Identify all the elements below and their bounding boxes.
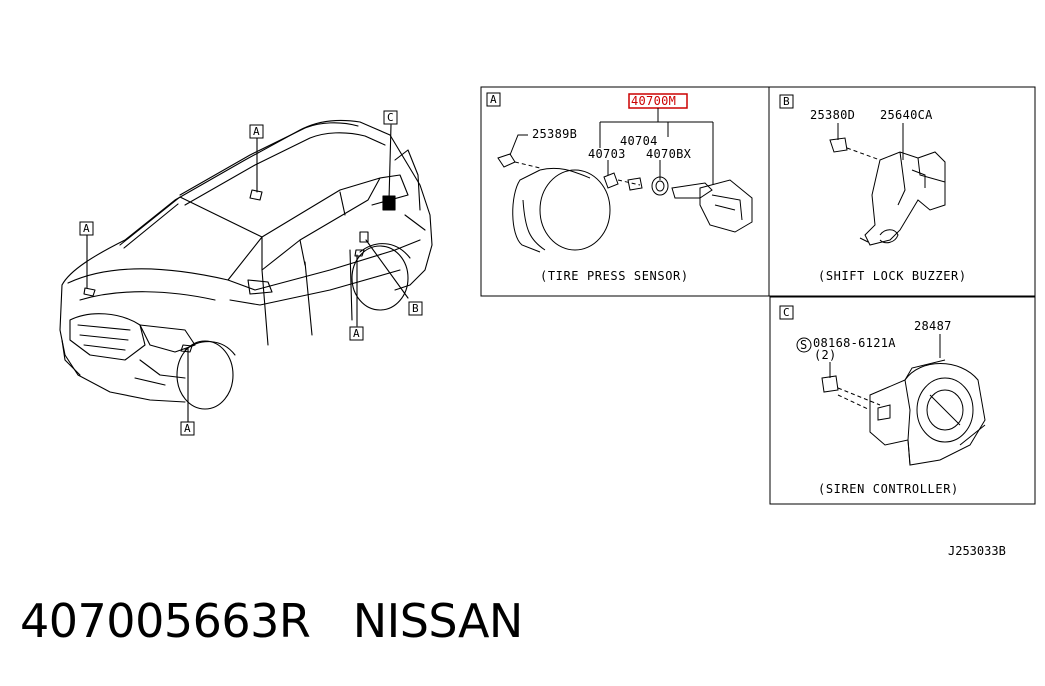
part-label-25380d: 25380D <box>810 108 855 122</box>
car-callouts: A A A A B C <box>79 110 423 436</box>
part-label-28487: 28487 <box>914 319 952 333</box>
part-label-4070bx: 4070BX <box>646 147 692 161</box>
panel-c: C S 08168-6121A (2) 28487 (SIREN CONTROL… <box>769 296 1036 505</box>
svg-text:40700M: 40700M <box>631 94 676 108</box>
callout-a-front: A <box>79 221 94 236</box>
panel-c-drawing <box>821 334 986 466</box>
callout-a-bottom: A <box>180 421 195 436</box>
highlighted-part-label[interactable]: 40700M <box>628 93 688 109</box>
panel-a-tag: A <box>490 93 497 106</box>
callout-a-rear: A <box>349 326 364 341</box>
panel-a: A 40700M 25389B 40704 40703 4070BX <box>480 86 770 297</box>
drawing-code: J253033B <box>948 544 1006 558</box>
callout-c: C <box>383 110 398 125</box>
vehicle-illustration <box>59 119 433 423</box>
svg-text:A: A <box>353 327 360 340</box>
panel-c-tag: C <box>783 306 790 319</box>
part-label-25389b: 25389B <box>532 127 577 141</box>
svg-text:B: B <box>412 302 419 315</box>
part-label-qty: (2) <box>814 348 837 362</box>
part-number-brand-title: 407005663R NISSAN <box>20 594 523 648</box>
part-label-40704: 40704 <box>620 134 658 148</box>
s-mark-icon: S <box>796 337 812 353</box>
callout-a-roof: A <box>249 124 264 139</box>
panel-a-caption: (TIRE PRESS SENSOR) <box>540 269 689 283</box>
callout-b: B <box>408 301 423 316</box>
svg-text:A: A <box>83 222 90 235</box>
part-label-25640ca: 25640CA <box>880 108 933 122</box>
svg-text:A: A <box>253 125 260 138</box>
part-label-08168-6121a: 08168-6121A <box>813 336 896 350</box>
panel-b-tag: B <box>783 95 790 108</box>
panel-a-drawing <box>497 108 753 253</box>
svg-text:S: S <box>800 338 808 352</box>
svg-text:C: C <box>387 111 394 124</box>
panel-b-drawing <box>829 123 946 246</box>
part-label-40703: 40703 <box>588 147 626 161</box>
svg-text:A: A <box>184 422 191 435</box>
panel-b-caption: (SHIFT LOCK BUZZER) <box>818 269 967 283</box>
panel-c-caption: (SIREN CONTROLLER) <box>818 482 959 496</box>
panel-b: B 25380D 25640CA (SHIFT LOCK BUZZER) <box>768 86 1036 297</box>
